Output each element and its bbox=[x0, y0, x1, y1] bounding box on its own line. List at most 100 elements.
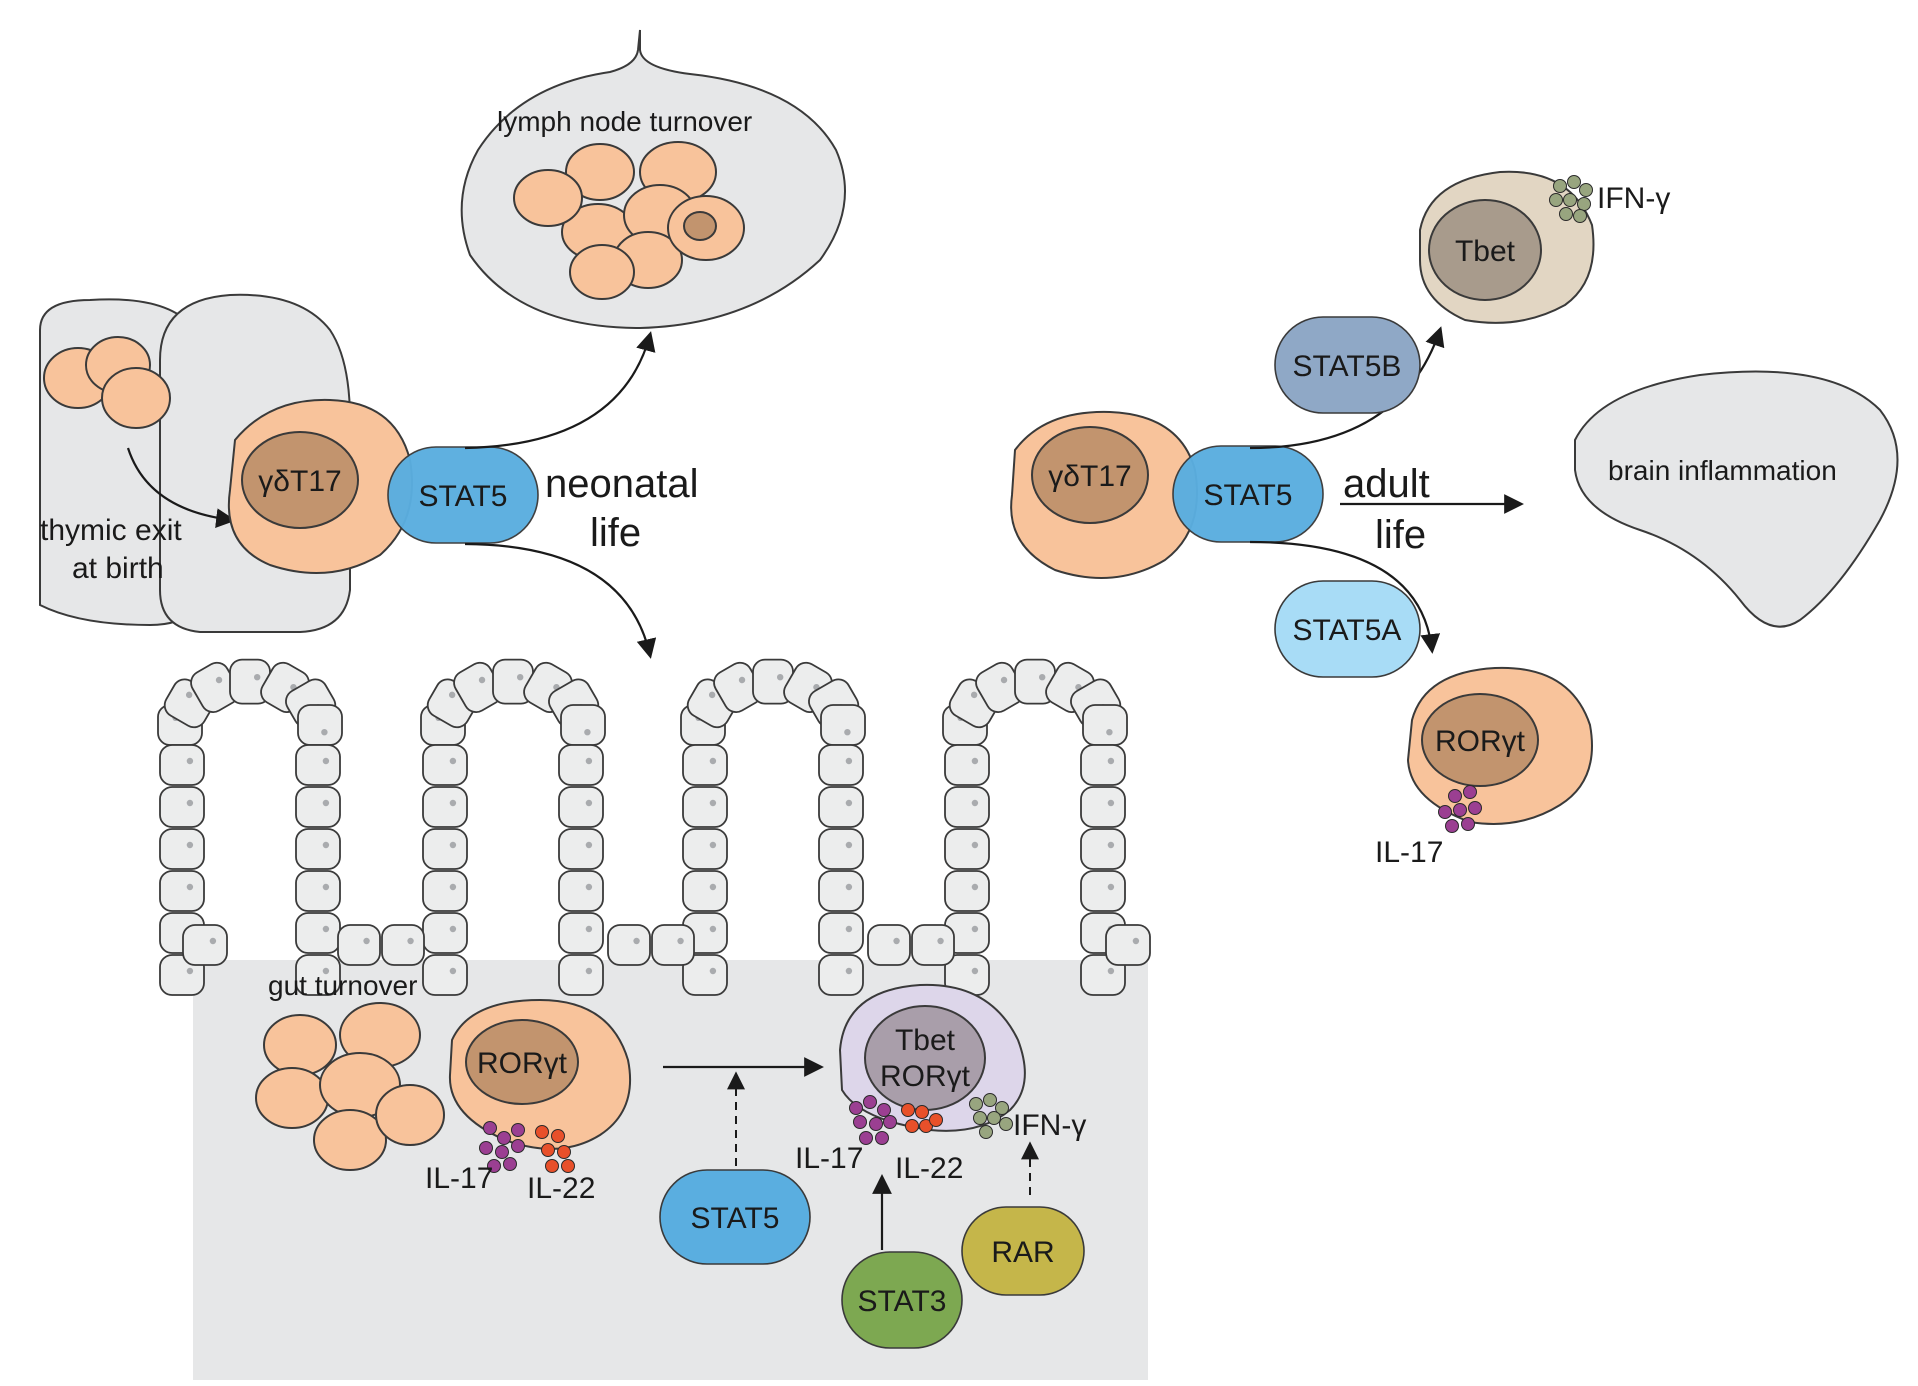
epithelial-cell bbox=[818, 870, 864, 912]
lymph-node: lymph node turnover bbox=[460, 29, 846, 330]
cytokine-dot bbox=[929, 1113, 943, 1127]
cytokine-dot bbox=[487, 1159, 501, 1173]
cytokine-dot bbox=[1577, 197, 1591, 211]
brain-label: brain inflammation bbox=[1608, 455, 1837, 486]
epithelial-cell bbox=[607, 924, 651, 966]
cytokine-dot bbox=[1445, 819, 1459, 833]
tbet-ifng-dots bbox=[1549, 175, 1593, 223]
stat5a-badge bbox=[1274, 580, 1421, 678]
neonatal-stat5-badge bbox=[387, 446, 539, 544]
epithelial-cell bbox=[944, 912, 990, 954]
cytokine-dot bbox=[1579, 183, 1593, 197]
gut-il22-label: IL-22 bbox=[527, 1172, 595, 1205]
gut-rar-label: RAR bbox=[991, 1236, 1054, 1269]
epithelial-cell bbox=[422, 828, 468, 870]
adult-cell-nucleus bbox=[1031, 426, 1149, 524]
epithelial-cell bbox=[944, 828, 990, 870]
adult-gd-t17-cell: γδT17 STAT5 bbox=[1010, 410, 1324, 579]
epithelial-cell bbox=[422, 786, 468, 828]
cytokine-dot bbox=[969, 1097, 983, 1111]
epithelial-cell bbox=[337, 924, 381, 966]
cytokine-dot bbox=[557, 1145, 571, 1159]
dual-ifng-dots bbox=[969, 1093, 1013, 1139]
cytokine-dot bbox=[1563, 193, 1577, 207]
gut-villi bbox=[157, 658, 1151, 996]
epithelial-cell bbox=[492, 658, 534, 705]
epithelial-cell bbox=[295, 786, 341, 828]
epithelial-cell bbox=[1105, 924, 1151, 966]
epithelial-cell bbox=[651, 924, 695, 966]
lymph-cell-nucleus bbox=[683, 211, 717, 241]
neonatal-cell-nucleus bbox=[241, 431, 359, 529]
cytokine-dot bbox=[483, 1121, 497, 1135]
ror-cell: RORγt IL-17 bbox=[1375, 666, 1593, 869]
gut-dual-label-line1: Tbet bbox=[895, 1024, 956, 1057]
cytokine-dot bbox=[859, 1131, 873, 1145]
thymus-label-line2: at birth bbox=[72, 552, 164, 585]
epithelial-cell bbox=[558, 954, 604, 996]
epithelial-cell bbox=[1080, 828, 1126, 870]
epithelial-cell bbox=[295, 912, 341, 954]
tbet-nucleus bbox=[1428, 199, 1542, 301]
cytokine-dot bbox=[535, 1125, 549, 1139]
cytokine-dot bbox=[863, 1095, 877, 1109]
epithelial-cell bbox=[295, 870, 341, 912]
ror-il17-dots bbox=[1438, 785, 1482, 833]
arrow-to-lymph-node bbox=[464, 331, 656, 450]
cytokine-dot bbox=[503, 1157, 517, 1171]
tbet-cell: Tbet IFN-γ bbox=[1419, 170, 1670, 324]
cytokine-dot bbox=[973, 1111, 987, 1125]
cytokine-dot bbox=[1453, 803, 1467, 817]
dual-il22-label: IL-22 bbox=[895, 1152, 963, 1185]
epithelial-cell bbox=[682, 828, 728, 870]
dual-il17-label: IL-17 bbox=[795, 1142, 863, 1175]
cytokine-dot bbox=[561, 1159, 575, 1173]
epithelial-cell bbox=[422, 954, 468, 996]
epithelial-cell bbox=[1080, 870, 1126, 912]
tbet-label: Tbet bbox=[1455, 235, 1516, 268]
ror-il17-label: IL-17 bbox=[1375, 836, 1443, 869]
lymph-cell bbox=[565, 143, 635, 201]
cytokine-dot bbox=[905, 1119, 919, 1133]
epithelial-cell bbox=[159, 828, 205, 870]
adult-stat5-badge bbox=[1172, 445, 1324, 543]
epithelial-cell bbox=[560, 704, 606, 746]
epithelial-cell bbox=[818, 828, 864, 870]
stat5a-label: STAT5A bbox=[1293, 614, 1402, 647]
adult-cell-label: γδT17 bbox=[1048, 460, 1131, 493]
gut-dual-cell: Tbet RORγt IL-17 IL-22 IFN-γ bbox=[795, 983, 1086, 1185]
gut-cell bbox=[375, 1084, 445, 1146]
epithelial-cell bbox=[682, 786, 728, 828]
epithelial-cell bbox=[944, 744, 990, 786]
lymph-node-cell-cluster bbox=[513, 141, 745, 300]
epithelial-cell bbox=[422, 744, 468, 786]
gut-il22-dots bbox=[535, 1125, 575, 1173]
thymus-label-line1: thymic exit bbox=[40, 514, 182, 547]
cytokine-dot bbox=[495, 1145, 509, 1159]
cytokine-dot bbox=[1567, 175, 1581, 189]
cytokine-dot bbox=[979, 1125, 993, 1139]
dual-il17-dots bbox=[849, 1095, 897, 1145]
epithelial-cell bbox=[682, 954, 728, 996]
gut-il17-label: IL-17 bbox=[425, 1162, 493, 1195]
cytokine-dot bbox=[883, 1115, 897, 1129]
epithelial-cell bbox=[159, 870, 205, 912]
lymph-cell bbox=[569, 244, 635, 300]
epithelial-cell bbox=[295, 744, 341, 786]
stat5b-label: STAT5B bbox=[1293, 350, 1402, 383]
epithelial-cell bbox=[558, 786, 604, 828]
gut-cell bbox=[255, 1067, 329, 1129]
epithelial-cell bbox=[558, 870, 604, 912]
cytokine-dot bbox=[1463, 785, 1477, 799]
cytokine-dot bbox=[995, 1101, 1009, 1115]
arrow-to-tbet-cell bbox=[1249, 326, 1445, 450]
cytokine-dot bbox=[511, 1139, 525, 1153]
epithelial-cell bbox=[682, 870, 728, 912]
epithelial-cell bbox=[867, 924, 911, 966]
thymic-exit-arrow bbox=[126, 447, 236, 528]
cytokine-dot bbox=[511, 1123, 525, 1137]
epithelial-cell bbox=[682, 744, 728, 786]
epithelial-cell bbox=[818, 786, 864, 828]
cytokine-dot bbox=[987, 1111, 1001, 1125]
cytokine-dot bbox=[849, 1101, 863, 1115]
